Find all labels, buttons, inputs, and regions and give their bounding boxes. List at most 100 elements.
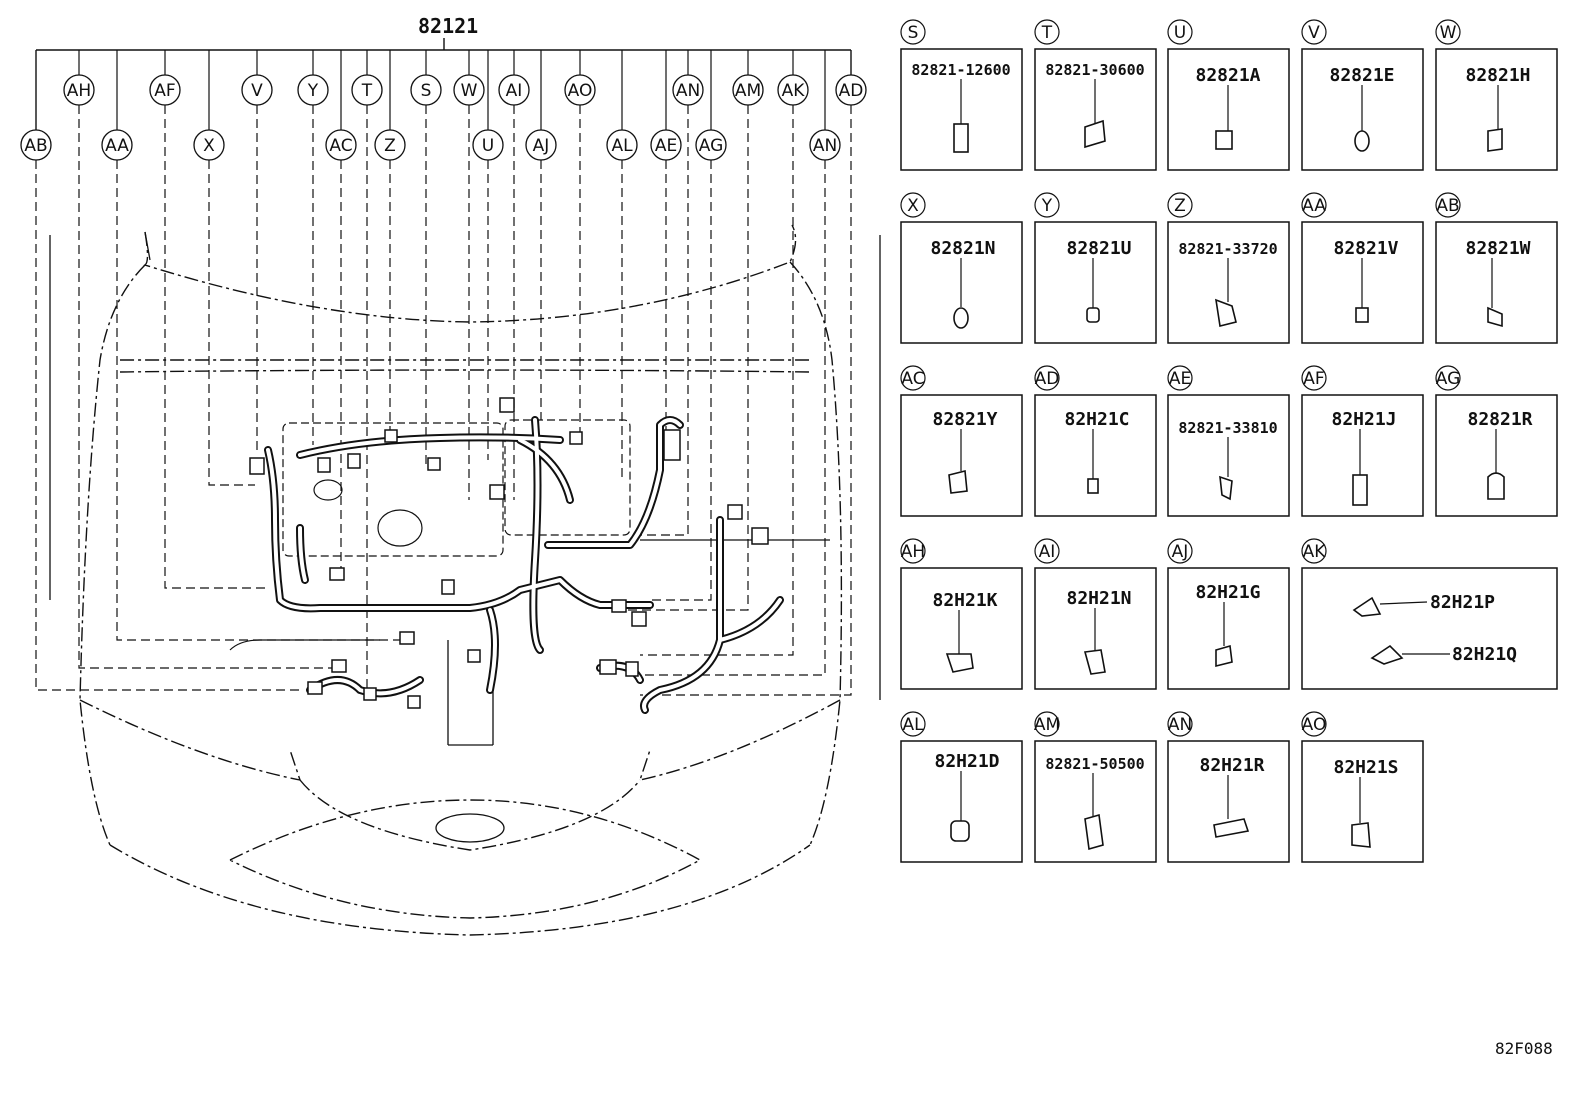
panel-AM: AM 82821-50500 xyxy=(1034,711,1157,863)
engine-outline xyxy=(229,419,830,651)
callout-AK: AK xyxy=(777,74,809,106)
svg-text:AO: AO xyxy=(1302,715,1327,735)
svg-text:82H21C: 82H21C xyxy=(1064,409,1129,430)
panel-AO: AO 82H21S xyxy=(1301,711,1424,863)
svg-text:AB: AB xyxy=(24,136,47,156)
svg-text:Z: Z xyxy=(1174,196,1186,216)
callout-Y: Y xyxy=(297,74,329,106)
svg-text:82821-12600: 82821-12600 xyxy=(911,61,1010,79)
svg-text:82821V: 82821V xyxy=(1333,238,1398,259)
svg-text:W: W xyxy=(1440,23,1457,43)
svg-text:82H21P: 82H21P xyxy=(1430,592,1495,613)
callout-AL: AL xyxy=(606,129,638,161)
panel-AD: AD 82H21C xyxy=(1034,365,1157,517)
svg-text:AD: AD xyxy=(1035,369,1060,389)
svg-text:82H21K: 82H21K xyxy=(932,590,997,611)
callout-AD: AD xyxy=(835,74,867,106)
svg-text:T: T xyxy=(361,81,373,101)
panel-S: S 82821-12600 xyxy=(900,19,1023,171)
svg-text:AA: AA xyxy=(105,136,129,156)
callout-AO: AO xyxy=(564,74,596,106)
svg-text:AF: AF xyxy=(1303,369,1324,389)
svg-text:AA: AA xyxy=(1302,196,1326,216)
svg-text:AI: AI xyxy=(1039,542,1056,562)
callout-AI: AI xyxy=(498,74,530,106)
svg-text:82H21N: 82H21N xyxy=(1066,588,1131,609)
panel-AJ: AJ 82H21G xyxy=(1167,538,1290,690)
panel-AI: AI 82H21N xyxy=(1034,538,1157,690)
svg-text:AG: AG xyxy=(699,136,724,156)
callout-AN-bottom: AN xyxy=(809,129,841,161)
svg-text:X: X xyxy=(203,136,215,156)
svg-text:Y: Y xyxy=(307,81,319,101)
svg-text:AE: AE xyxy=(1169,369,1191,389)
svg-text:AB: AB xyxy=(1436,196,1459,216)
svg-text:AM: AM xyxy=(735,81,761,101)
panel-W: W 82821H xyxy=(1435,19,1558,171)
svg-text:82821E: 82821E xyxy=(1329,65,1394,86)
wire-harness xyxy=(264,416,784,714)
svg-text:82H21Q: 82H21Q xyxy=(1452,644,1517,665)
svg-text:AL: AL xyxy=(902,715,924,735)
panel-AG: AG 82821R xyxy=(1435,365,1558,517)
svg-text:AN: AN xyxy=(813,136,837,156)
svg-text:82821N: 82821N xyxy=(930,238,995,259)
panel-AH: AH 82H21K xyxy=(900,538,1023,690)
svg-text:AC: AC xyxy=(329,136,352,156)
panel-AB: AB 82821W xyxy=(1435,192,1558,344)
callout-AN-top: AN xyxy=(672,74,704,106)
svg-text:82H21J: 82H21J xyxy=(1331,409,1396,430)
callout-S: S xyxy=(410,74,442,106)
panel-AL: AL 82H21D xyxy=(900,711,1023,863)
callout-W: W xyxy=(453,74,485,106)
svg-text:AK: AK xyxy=(1303,542,1327,562)
svg-text:AF: AF xyxy=(154,81,175,101)
svg-text:82821U: 82821U xyxy=(1066,238,1131,259)
vehicle-body-outline xyxy=(79,224,843,936)
top-callouts: AH AF V Y T S W AI AO AN AM AK AD xyxy=(63,74,867,106)
bottom-callouts: AB AA X AC Z U AJ AL AE AG AN xyxy=(20,129,841,161)
svg-text:Y: Y xyxy=(1041,196,1053,216)
svg-text:82821-30600: 82821-30600 xyxy=(1045,61,1144,79)
svg-text:82821H: 82821H xyxy=(1465,65,1530,86)
panel-T: T 82821-30600 xyxy=(1034,19,1157,171)
panel-Y: Y 82821U xyxy=(1034,192,1157,344)
svg-text:W: W xyxy=(461,81,478,101)
callout-AM: AM xyxy=(732,74,764,106)
svg-text:AD: AD xyxy=(839,81,864,101)
emblem xyxy=(435,813,505,843)
svg-text:V: V xyxy=(1308,23,1320,43)
svg-text:V: V xyxy=(251,81,263,101)
panel-AF: AF 82H21J xyxy=(1301,365,1424,517)
panel-AN: AN 82H21R xyxy=(1167,711,1290,863)
callout-AG: AG xyxy=(695,129,727,161)
svg-text:AE: AE xyxy=(655,136,677,156)
harness-connectors xyxy=(249,397,769,709)
svg-text:82821-33720: 82821-33720 xyxy=(1178,240,1277,258)
svg-text:AI: AI xyxy=(506,81,523,101)
svg-text:82H21D: 82H21D xyxy=(934,751,999,772)
callout-V: V xyxy=(241,74,273,106)
callout-AF: AF xyxy=(149,74,181,106)
svg-text:AJ: AJ xyxy=(1172,542,1189,562)
svg-text:AO: AO xyxy=(568,81,593,101)
panel-Z: Z 82821-33720 xyxy=(1167,192,1290,344)
callout-bracket xyxy=(35,38,852,130)
callout-AH: AH xyxy=(63,74,95,106)
svg-text:AC: AC xyxy=(901,369,924,389)
svg-text:U: U xyxy=(1174,23,1186,43)
callout-AB: AB xyxy=(20,129,52,161)
main-part-number: 82121 xyxy=(418,14,478,38)
svg-text:82821-50500: 82821-50500 xyxy=(1045,755,1144,773)
callout-AJ: AJ xyxy=(525,129,557,161)
svg-text:AN: AN xyxy=(1168,715,1192,735)
svg-text:82821A: 82821A xyxy=(1195,65,1260,86)
svg-text:S: S xyxy=(908,23,919,43)
callout-T: T xyxy=(351,74,383,106)
svg-text:U: U xyxy=(482,136,494,156)
svg-text:82821W: 82821W xyxy=(1465,238,1530,259)
callout-drop-lines xyxy=(78,50,826,130)
panel-AA: AA 82821V xyxy=(1301,192,1424,344)
drawing-code: 82F088 xyxy=(1495,1039,1553,1058)
